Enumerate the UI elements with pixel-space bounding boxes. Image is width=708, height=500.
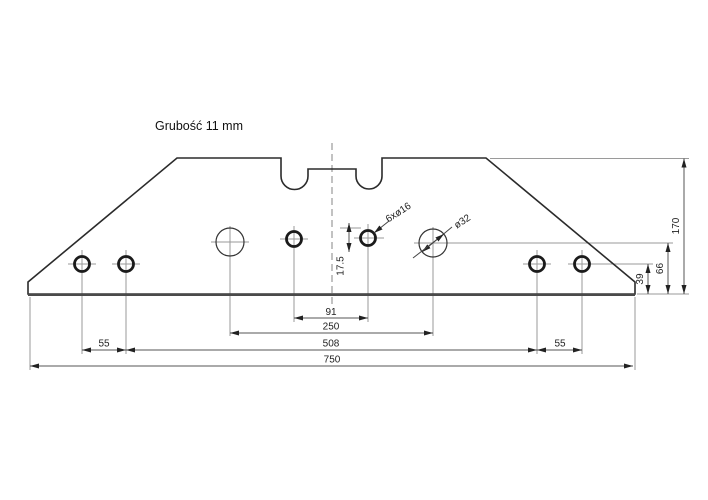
dim-text-91: 91 — [325, 307, 337, 318]
plate-outline — [27, 157, 636, 295]
dim-text-508: 508 — [323, 339, 340, 350]
dim-text-17-5: 17.5 — [336, 256, 347, 276]
hole-o16 — [573, 255, 591, 273]
hole-o16 — [73, 255, 91, 273]
hole-o16 — [359, 229, 377, 247]
dim-text-250: 250 — [323, 322, 340, 333]
holes-o16 — [73, 229, 591, 273]
leader-o16 — [373, 220, 390, 234]
hole-o32 — [418, 228, 448, 258]
extension-lines — [29, 158, 689, 370]
hole-o16 — [528, 255, 546, 273]
hole-leaders — [373, 220, 453, 259]
dimension-lines-vertical — [346, 158, 687, 294]
hole-o16 — [117, 255, 135, 273]
thickness-note: Grubość 11 mm — [155, 119, 243, 133]
dim-text-66: 66 — [655, 263, 666, 275]
dim-text-55-left: 55 — [98, 339, 110, 350]
hole-o32 — [215, 227, 245, 257]
dim-text-55-right: 55 — [554, 339, 566, 350]
dim-text-170: 170 — [671, 217, 682, 234]
hole-o16 — [285, 230, 303, 248]
holes-o32 — [215, 227, 448, 258]
dim-text-39: 39 — [635, 273, 646, 285]
dimension-lines-horizontal — [30, 315, 633, 369]
label-small-holes: 6xø16 — [384, 200, 414, 225]
leader-o32-upper — [412, 233, 445, 259]
dim-text-750: 750 — [324, 355, 341, 366]
label-large-hole: ø32 — [452, 212, 473, 231]
